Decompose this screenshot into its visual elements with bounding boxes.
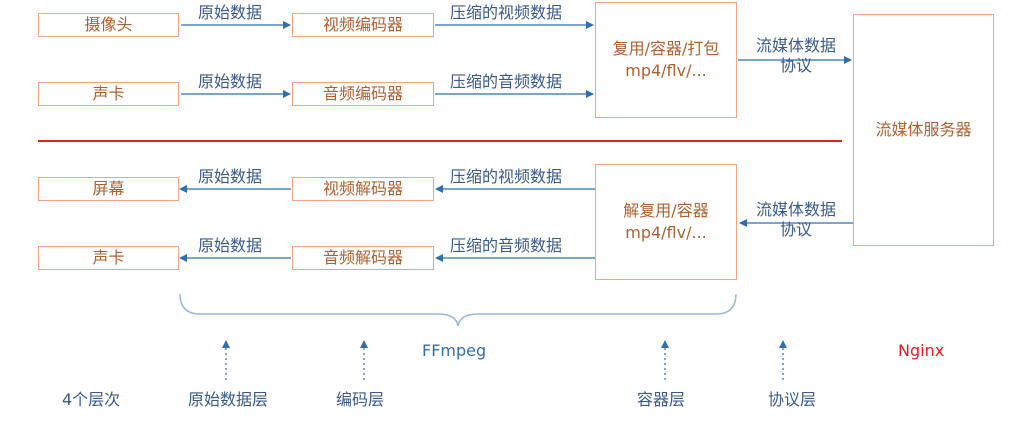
screen-box: 屏幕 [38,177,179,201]
protocol-out-line1: 流媒体数据 [755,36,836,55]
encode-raw-data-label-2: 原始数据 [198,72,263,91]
layers-title: 4个层次 [62,390,121,409]
protocol-in-line2: 协议 [779,220,812,239]
video-encoder-label: 视频编码器 [322,15,403,34]
decode-raw-data-label-1: 原始数据 [198,167,263,186]
demux-label-line2: mp4/flv/... [625,223,707,242]
layer-protocol-label: 协议层 [768,390,817,409]
soundcard-output-box: 声卡 [38,246,179,270]
streaming-server-box: 流媒体服务器 [853,14,994,246]
demux-box: 解复用/容器 mp4/flv/... [595,164,737,280]
protocol-out-line2: 协议 [779,56,812,75]
demux-label-line1: 解复用/容器 [623,201,709,220]
audio-encoder-box: 音频编码器 [292,82,434,106]
decode-compressed-video-label: 压缩的视频数据 [450,167,563,186]
protocol-in-label: 流媒体数据 协议 [748,200,844,240]
decode-compressed-audio-label: 压缩的音频数据 [450,236,563,255]
ffmpeg-brace [179,293,737,327]
protocol-in-line1: 流媒体数据 [755,200,836,219]
video-decoder-box: 视频解码器 [292,177,434,201]
encode-raw-data-label-1: 原始数据 [198,3,263,22]
video-encoder-box: 视频编码器 [292,13,434,37]
soundcard-input-label: 声卡 [92,84,125,103]
encode-compressed-video-label: 压缩的视频数据 [450,3,563,22]
screen-label: 屏幕 [92,179,125,198]
camera-label: 摄像头 [84,15,133,34]
layer-raw-label: 原始数据层 [188,390,269,409]
nginx-label: Nginx [898,341,945,360]
soundcard-input-box: 声卡 [38,82,179,106]
mux-label-line2: mp4/flv/... [625,61,707,80]
layer-codec-label: 编码层 [336,390,385,409]
video-decoder-label: 视频解码器 [322,179,403,198]
audio-encoder-label: 音频编码器 [322,84,403,103]
encode-compressed-audio-label: 压缩的音频数据 [450,72,563,91]
mux-box: 复用/容器/打包 mp4/flv/... [595,2,737,118]
layer-container-label: 容器层 [637,390,686,409]
audio-decoder-box: 音频解码器 [292,246,434,270]
soundcard-output-label: 声卡 [92,248,125,267]
mux-label-line1: 复用/容器/打包 [612,39,720,58]
audio-decoder-label: 音频解码器 [322,248,403,267]
decode-raw-data-label-2: 原始数据 [198,236,263,255]
camera-box: 摄像头 [38,13,179,37]
ffmpeg-label: FFmpeg [422,341,487,360]
streaming-server-label: 流媒体服务器 [875,120,972,139]
protocol-out-label: 流媒体数据 协议 [748,36,844,76]
